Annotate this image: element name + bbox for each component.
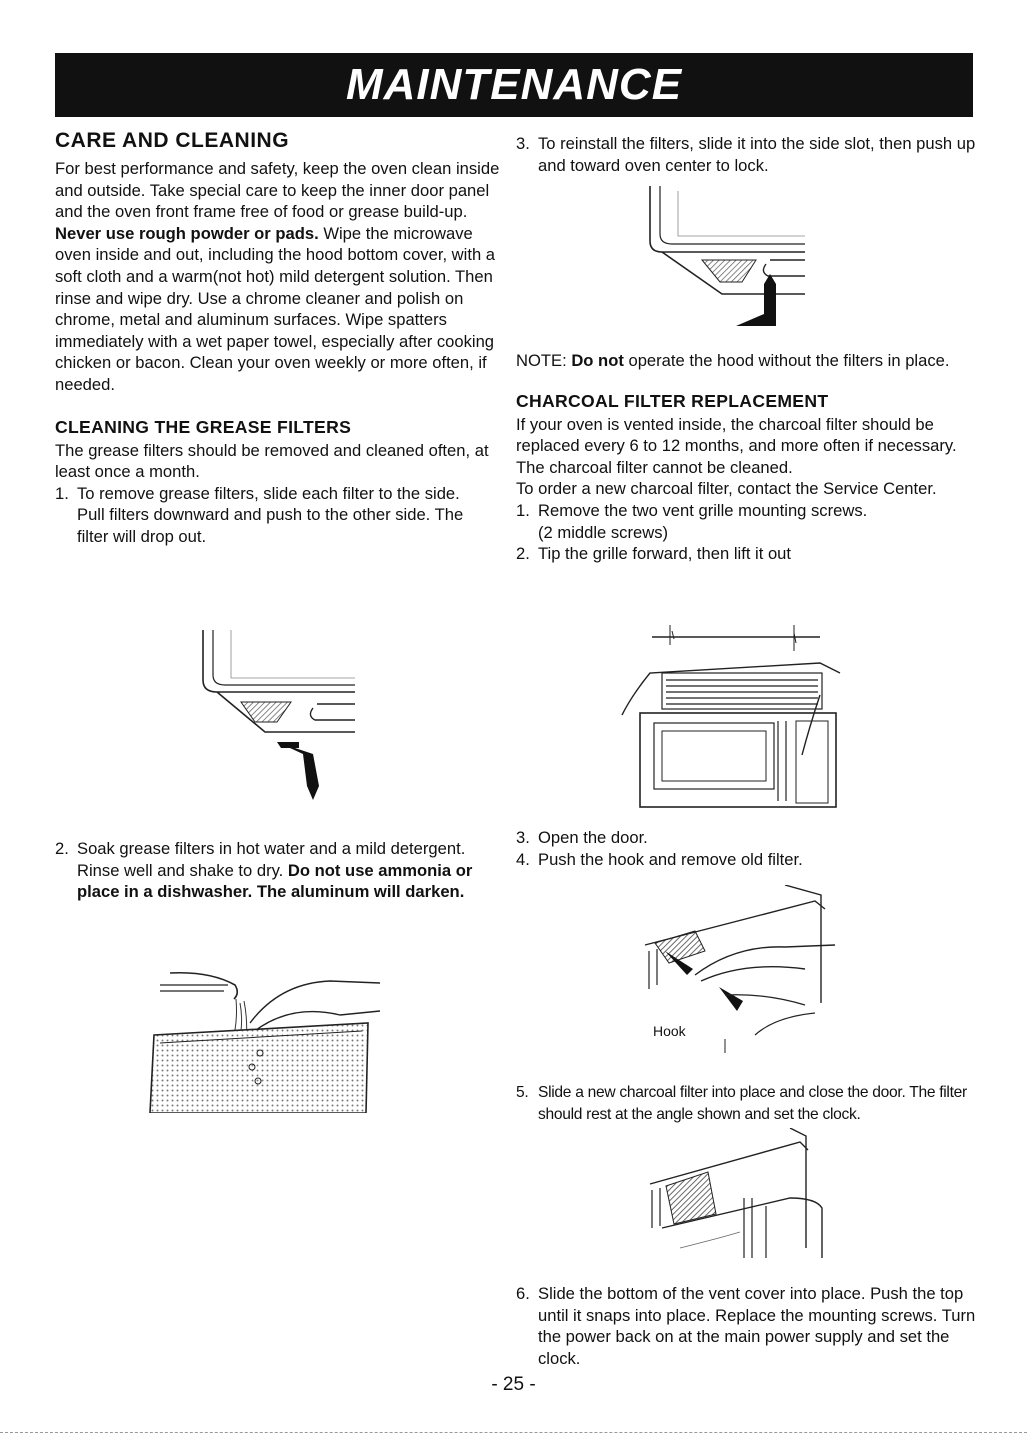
step-2-text: Soak grease filters in hot water and a m…: [77, 839, 466, 880]
step-number: 5.: [516, 1084, 529, 1101]
care-intro: For best performance and safety, keep th…: [55, 159, 500, 222]
grease-heading: CLEANING THE GREASE FILTERS: [55, 416, 352, 437]
note-prefix: NOTE:: [516, 351, 572, 370]
charcoal-heading: CHARCOAL FILTER REPLACEMENT: [516, 390, 829, 411]
right-column-steps-3-4: 3. Open the door. 4. Push the hook and r…: [516, 827, 976, 870]
care-warning: Never use rough powder or pads. Wipe the…: [55, 223, 500, 396]
step-2-warning: Do not use ammonia or place in a dishwas…: [77, 860, 473, 902]
remove-filter-illustration: [195, 630, 365, 810]
soak-filter-illustration: [140, 963, 390, 1113]
step-text: Remove the two vent grille mounting scre…: [538, 500, 976, 543]
charcoal-step-6: 6. Slide the bottom of the vent cover in…: [516, 1283, 976, 1369]
step-number: 3.: [516, 134, 530, 153]
page-title: MAINTENANCE: [345, 60, 683, 109]
charcoal-order: To order a new charcoal filter, contact …: [516, 479, 937, 499]
step-1-sub: (2 middle screws): [538, 522, 669, 542]
grease-step-2-block: 2. Soak grease filters in hot water and …: [55, 838, 500, 903]
left-column: CARE AND CLEANING For best performance a…: [55, 128, 500, 548]
care-warning-bold: Never use rough powder or pads.: [55, 223, 319, 243]
step-text: To remove grease filters, slide each fil…: [77, 483, 464, 546]
charcoal-step-5: 5. Slide a new charcoal filter into plac…: [516, 1082, 986, 1125]
reinstall-step-3: 3. To reinstall the filters, slide it in…: [516, 133, 976, 176]
charcoal-step-3: 3. Open the door.: [516, 827, 976, 849]
new-filter-illustration: [640, 1128, 830, 1268]
step-text: To reinstall the filters, slide it into …: [538, 134, 976, 175]
grease-intro: The grease filters should be removed and…: [55, 440, 489, 482]
charcoal-step-2: 2. Tip the grille forward, then lift it …: [516, 543, 976, 565]
step-text: Open the door.: [538, 828, 648, 847]
note-bold: Do not: [571, 351, 624, 370]
section-banner: MAINTENANCE: [55, 53, 973, 117]
care-warning-text: Wipe the microwave oven inside and out, …: [55, 223, 496, 394]
grease-step-1: 1. To remove grease filters, slide each …: [55, 483, 500, 548]
vent-grille-illustration: [610, 625, 845, 810]
right-column-step-5: 5. Slide a new charcoal filter into plac…: [516, 1082, 986, 1125]
step-number: 4.: [516, 849, 530, 869]
step-number: 2.: [516, 544, 530, 564]
step-text: Push the hook and remove old filter.: [538, 849, 803, 869]
note-text: operate the hood without the filters in …: [623, 351, 950, 370]
right-column-mid: NOTE: Do not operate the hood without th…: [516, 350, 976, 565]
right-column-step-6: 6. Slide the bottom of the vent cover in…: [516, 1283, 976, 1369]
step-number: 6.: [516, 1284, 530, 1303]
step-number: 1.: [55, 483, 69, 503]
reinstall-filter-illustration: [640, 186, 810, 331]
step-text: Soak grease filters in hot water and a m…: [77, 838, 500, 903]
grease-step-2: 2. Soak grease filters in hot water and …: [55, 838, 500, 903]
charcoal-intro: If your oven is vented inside, the charc…: [516, 414, 957, 477]
step-number: 1.: [516, 500, 530, 520]
step-text: Slide a new charcoal filter into place a…: [538, 1084, 967, 1123]
right-column-top: 3. To reinstall the filters, slide it in…: [516, 133, 976, 176]
step-text: Tip the grille forward, then lift it out: [538, 544, 792, 564]
step-number: 3.: [516, 828, 530, 847]
page-number: - 25 -: [491, 1374, 536, 1395]
charcoal-step-1: 1. Remove the two vent grille mounting s…: [516, 500, 976, 543]
push-hook-illustration: Hook: [635, 885, 845, 1055]
step-text: Slide the bottom of the vent cover into …: [538, 1284, 976, 1368]
note: NOTE: Do not operate the hood without th…: [516, 350, 976, 372]
care-heading: CARE AND CLEANING: [55, 129, 290, 152]
hook-label: Hook: [653, 1023, 686, 1039]
bottom-rule: [0, 1432, 1027, 1433]
step-1-text: Remove the two vent grille mounting scre…: [538, 500, 868, 520]
charcoal-step-4: 4. Push the hook and remove old filter.: [516, 849, 976, 871]
step-number: 2.: [55, 839, 69, 858]
